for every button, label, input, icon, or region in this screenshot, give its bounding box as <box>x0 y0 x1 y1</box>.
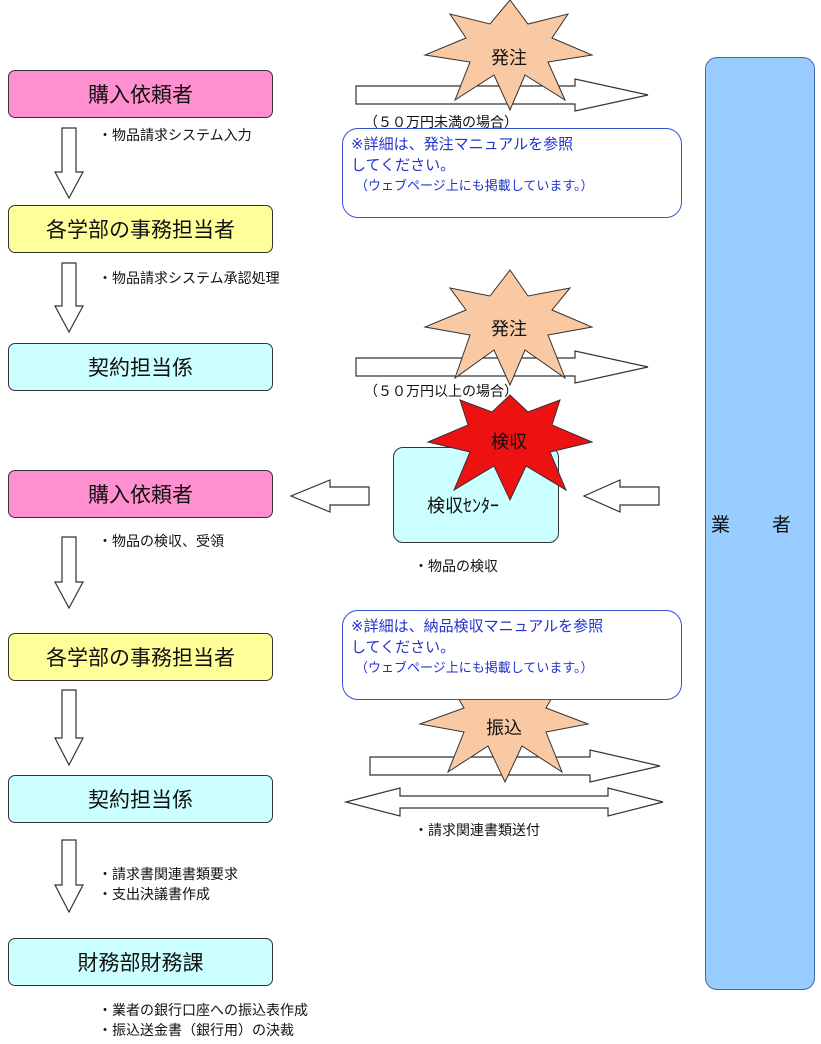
right-arrow-order1 <box>355 78 649 112</box>
note-final-b: ・振込送金書（銀行用）の決裁 <box>98 1023 294 1039</box>
inspect-star <box>426 394 594 502</box>
dept-clerk-box-2-label: 各学部の事務担当者 <box>46 646 235 670</box>
note-step4: ・物品の検収、受領 <box>98 534 224 550</box>
contract-box-2: 契約担当係 <box>8 775 273 823</box>
down-arrow-3 <box>53 536 85 610</box>
dept-clerk-box-1-label: 各学部の事務担当者 <box>46 218 235 242</box>
note-step6-b: ・支出決議書作成 <box>98 887 210 903</box>
inspection-manual-line3: （ウェブページ上にも掲載しています。） <box>355 661 594 676</box>
order-star-1-label: 発注 <box>491 48 527 69</box>
double-arrow-billing <box>343 787 664 817</box>
finance-box-label: 財務部財務課 <box>77 951 204 975</box>
order-star-1 <box>423 0 594 112</box>
contract-box-1: 契約担当係 <box>8 343 273 391</box>
left-arrow-from-vendor <box>582 479 660 513</box>
note-step6-a: ・請求書関連書類要求 <box>98 867 238 883</box>
contract-box-2-label: 契約担当係 <box>88 788 193 812</box>
down-arrow-2 <box>53 262 85 334</box>
inspection-manual-line2: してください。 <box>351 638 456 656</box>
vendor-label: 業 者 <box>710 514 810 536</box>
dept-clerk-box-2: 各学部の事務担当者 <box>8 633 273 681</box>
down-arrow-1 <box>53 127 85 200</box>
left-arrow-to-requester <box>289 479 370 513</box>
note-inspection: ・物品の検収 <box>414 559 498 575</box>
order-manual-line1: ※詳細は、発注マニュアルを参照 <box>351 135 574 153</box>
note-step1: ・物品請求システム入力 <box>98 128 252 144</box>
down-arrow-4 <box>54 689 84 767</box>
inspect-star-label: 検収 <box>491 432 527 453</box>
order-manual-note: ※詳細は、発注マニュアルを参照 してください。 （ウェブページ上にも掲載していま… <box>342 128 682 218</box>
inspection-manual-line1: ※詳細は、納品検収マニュアルを参照 <box>351 617 604 635</box>
condition-over-50: （５０万円以上の場合） <box>364 384 518 400</box>
order-manual-line2: してください。 <box>351 156 456 174</box>
down-arrow-5 <box>54 839 84 914</box>
finance-box: 財務部財務課 <box>8 938 273 986</box>
inspection-center-label: 検収ｾﾝﾀｰ <box>427 496 499 517</box>
note-step2: ・物品請求システム承認処理 <box>98 271 280 287</box>
order-star-2 <box>423 269 594 387</box>
vendor-box: 業 者 <box>705 57 815 990</box>
requester-box-1-label: 購入依頼者 <box>88 83 193 107</box>
order-star-2-label: 発注 <box>491 319 527 340</box>
inspection-manual-note: ※詳細は、納品検収マニュアルを参照 してください。 （ウェブページ上にも掲載して… <box>342 610 682 700</box>
note-final-a: ・業者の銀行口座への振込表作成 <box>98 1003 308 1019</box>
order-manual-line3: （ウェブページ上にも掲載しています。） <box>355 179 594 194</box>
requester-box-2-label: 購入依頼者 <box>88 483 193 507</box>
note-billing-docs: ・請求関連書類送付 <box>414 823 540 839</box>
requester-box-2: 購入依頼者 <box>8 470 273 518</box>
right-arrow-transfer <box>369 749 661 783</box>
dept-clerk-box-1: 各学部の事務担当者 <box>8 205 273 253</box>
contract-box-1-label: 契約担当係 <box>88 356 193 380</box>
transfer-star-label: 振込 <box>486 718 522 739</box>
requester-box-1: 購入依頼者 <box>8 70 273 118</box>
condition-under-50: （５０万円未満の場合） <box>364 115 518 131</box>
